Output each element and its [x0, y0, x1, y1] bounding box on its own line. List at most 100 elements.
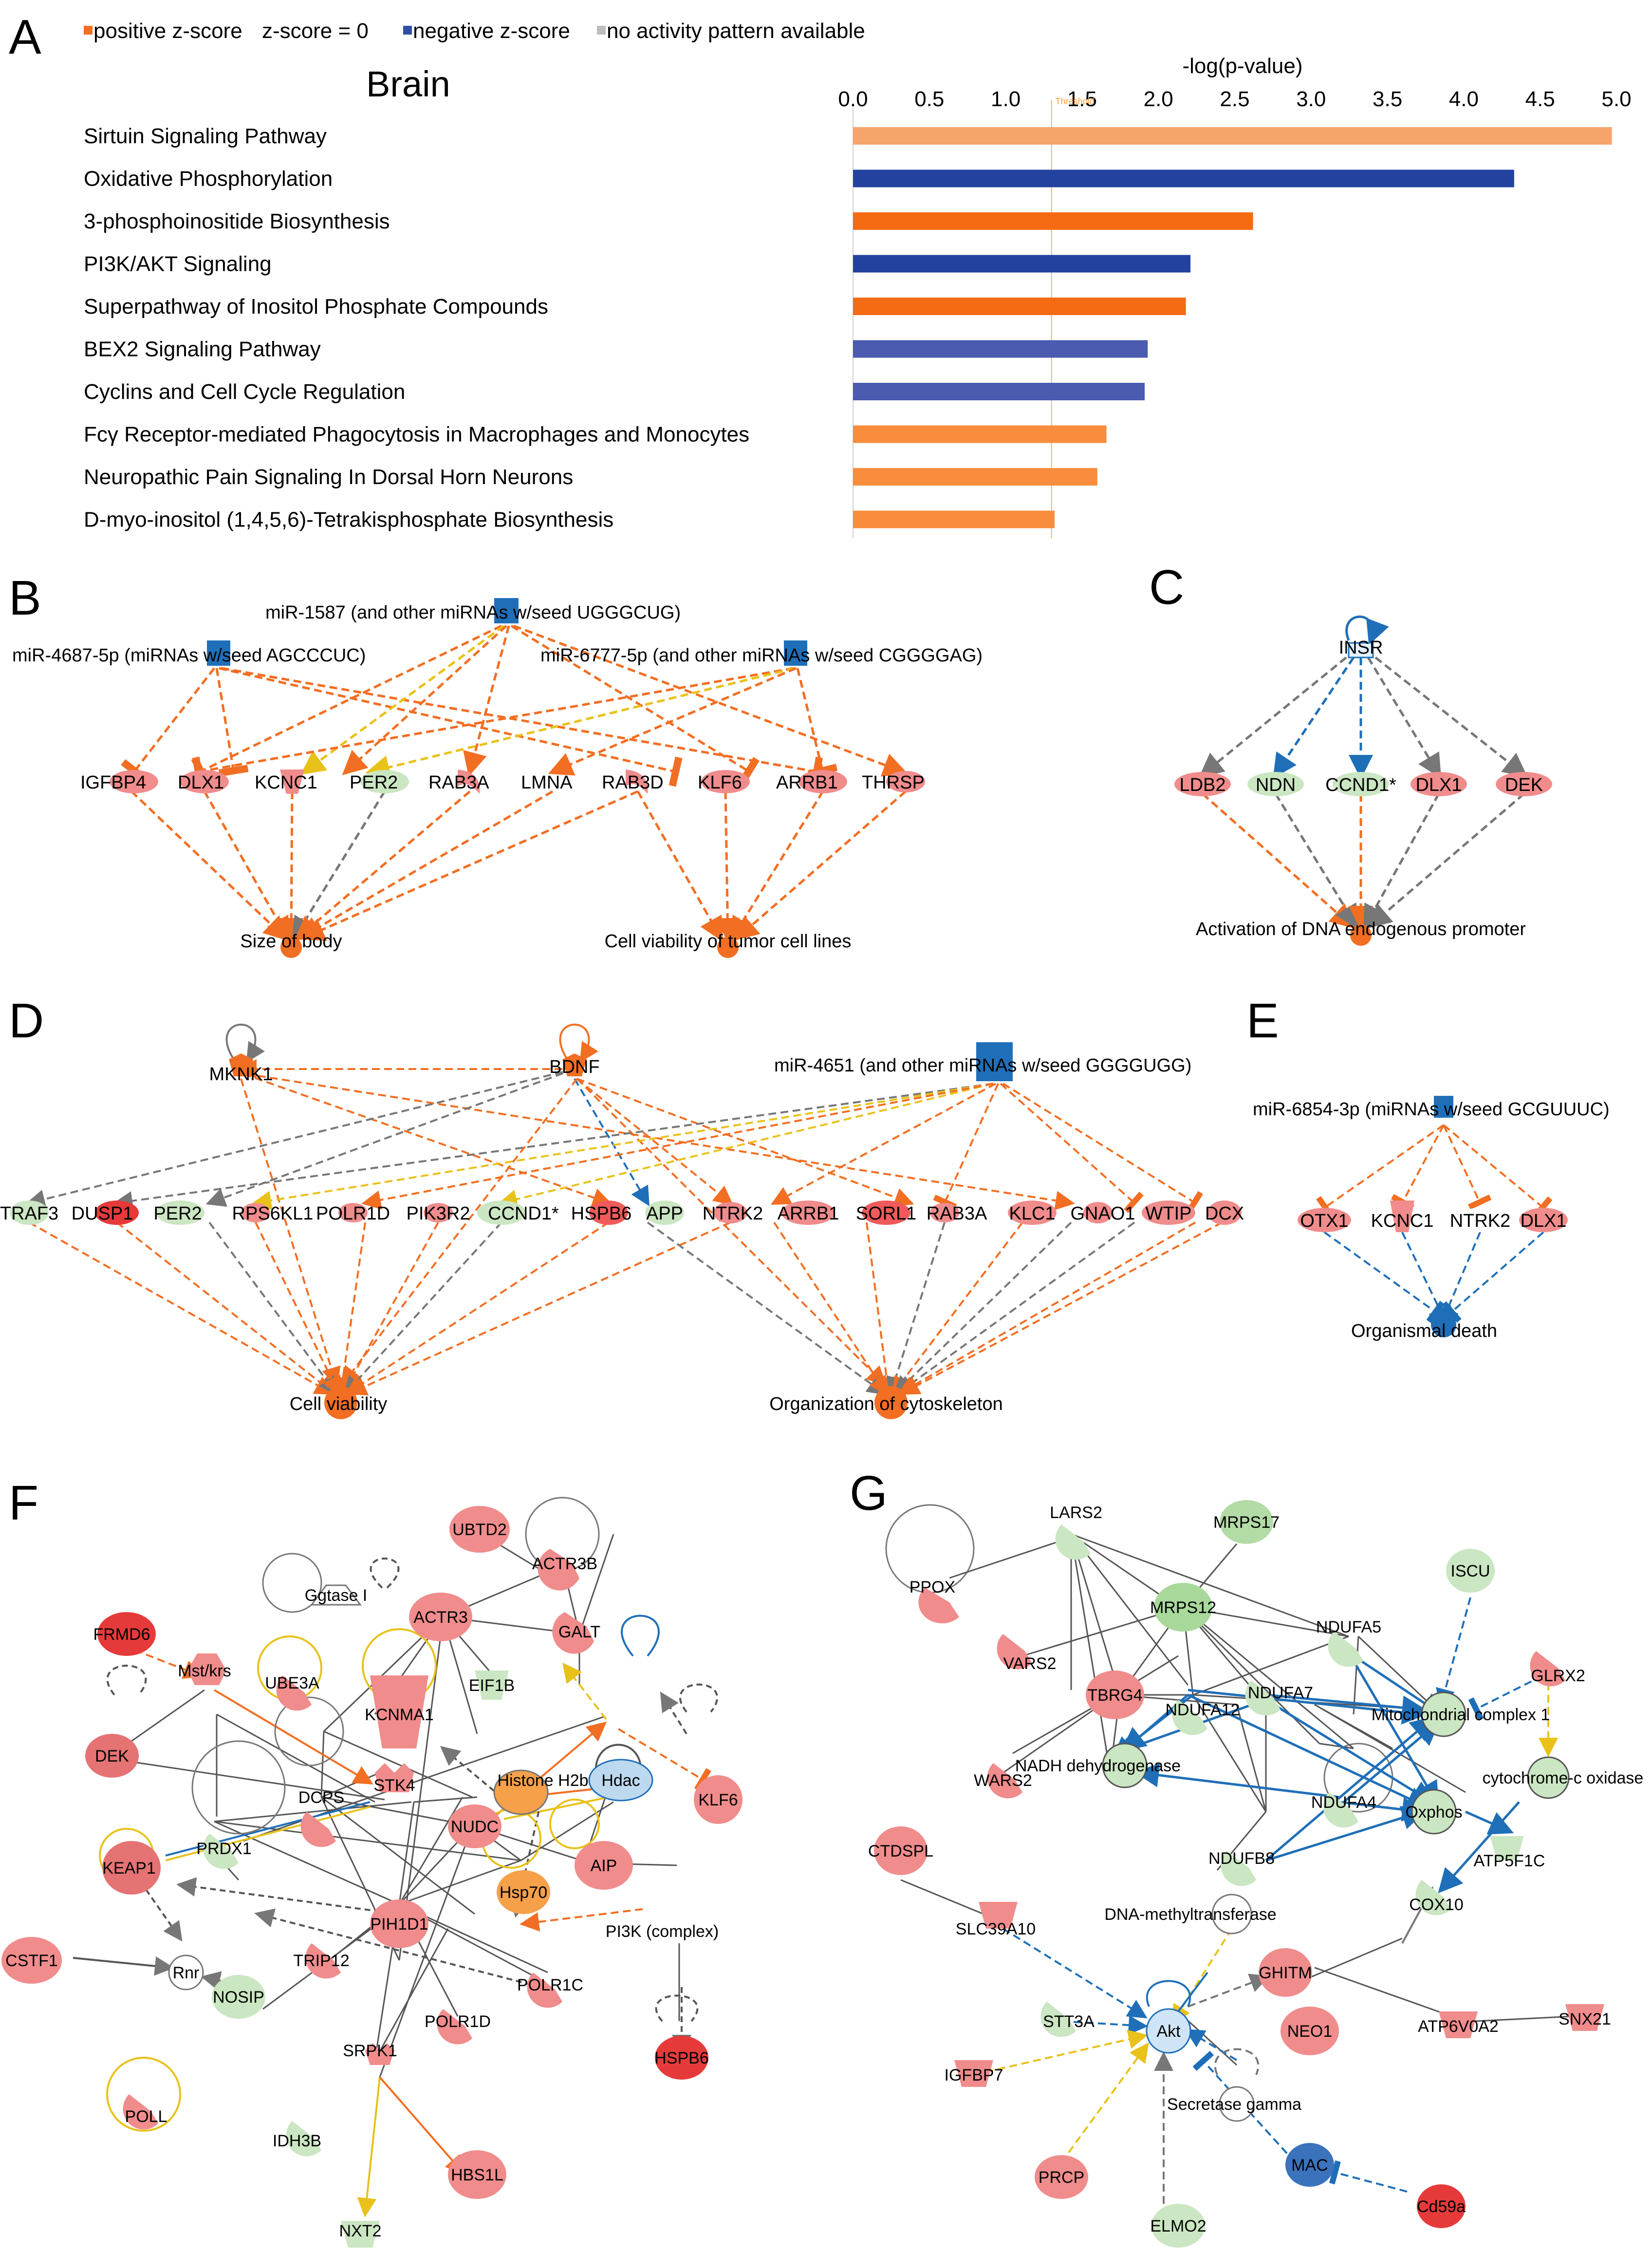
panel-b-letter: B	[9, 571, 41, 625]
panel-e-letter: E	[1246, 994, 1279, 1048]
node-label: NDUFA4	[1311, 1793, 1376, 1812]
protein-node	[341, 2221, 380, 2248]
gene-node	[1083, 1202, 1113, 1223]
x-tick-label: 0.0	[838, 87, 868, 111]
regulator-label: BDNF	[549, 1057, 599, 1077]
x-tick-label: 1.5	[1067, 87, 1097, 111]
gene-node	[1174, 772, 1231, 796]
panel-a-title: Brain	[366, 64, 450, 104]
protein-node	[97, 1612, 156, 1656]
pathway-bar	[853, 255, 1191, 273]
gene-label: TRAF3	[0, 1203, 58, 1224]
function-icon	[280, 937, 302, 958]
protein-node	[1055, 1524, 1091, 1560]
gene-label: KLC1	[1009, 1203, 1055, 1224]
gene-label: PER2	[350, 772, 398, 793]
gene-node	[180, 770, 229, 793]
gene-node	[338, 1203, 368, 1222]
protein-node	[1530, 1651, 1565, 1687]
gene-node	[477, 1201, 526, 1225]
node-label: SRPK1	[343, 2042, 397, 2060]
protein-node	[85, 1734, 139, 1778]
gene-node	[886, 771, 925, 792]
node-label: ISCU	[1450, 1562, 1490, 1580]
node-label: KCNMA1	[365, 1706, 434, 1724]
gene-label: DLX1	[1520, 1211, 1566, 1231]
protein-node	[1281, 2007, 1339, 2055]
pathway-bar	[853, 169, 1514, 188]
pathway-bar	[853, 298, 1186, 315]
panel-d-genes: TRAF3 DUSP1 PER2 RPS6KL1 POLR1D PIK3R2 C…	[0, 1201, 1244, 1225]
panel-c-edges	[1199, 657, 1528, 930]
node-label: EIF1B	[469, 1676, 515, 1695]
protein-node	[1285, 2143, 1334, 2187]
node-label: WARS2	[974, 1771, 1032, 1790]
node-label: KEAP1	[102, 1859, 156, 1878]
pathway-bar	[853, 340, 1148, 358]
node-label: TRIP12	[293, 1952, 349, 1970]
node-label: DNA-methyltransferase	[1104, 1905, 1276, 1924]
node-label: PPOX	[910, 1578, 955, 1596]
receptor-icon	[1348, 642, 1374, 658]
node-label: NXT2	[339, 2222, 382, 2240]
node-label: Oxphos	[1405, 1803, 1462, 1821]
panel-f-labels: UBTD2 ACTR3B Ggtase I ACTR3 GALT FRMD6 M…	[5, 1521, 738, 2240]
gene-node	[241, 1203, 270, 1222]
gene-label: DLX1	[1415, 775, 1462, 795]
node-label: AIP	[591, 1857, 617, 1875]
protein-node	[475, 1671, 509, 1700]
function-icon	[324, 1386, 357, 1419]
node-label: ACTR3B	[532, 1555, 597, 1573]
protein-node	[1439, 2011, 1478, 2038]
pathway-bar	[853, 425, 1107, 443]
gene-label: LMNA	[521, 772, 573, 793]
protein-node	[1035, 2155, 1088, 2199]
x-tick-label: 1.0	[991, 87, 1021, 111]
complex-node	[1411, 1789, 1457, 1835]
gene-node	[1142, 1201, 1195, 1225]
group-node	[168, 1954, 204, 1990]
gene-label: IGFBP4	[80, 772, 146, 793]
panel-g-edges	[900, 1533, 1573, 2066]
gene-label: POLR1D	[316, 1203, 390, 1224]
pathway-label: PI3K/AKT Signaling	[84, 252, 272, 276]
complex-node	[1102, 1743, 1148, 1788]
node-label: NDUFA5	[1316, 1618, 1381, 1636]
protein-node	[575, 1841, 633, 1890]
gene-node	[645, 1201, 684, 1225]
panel-b: B	[9, 571, 983, 958]
gene-label: RAB3A	[428, 772, 489, 793]
protein-node	[1221, 1851, 1256, 1886]
protein-node	[1220, 1500, 1273, 1544]
protein-node	[694, 1775, 742, 1824]
gene-node	[10, 1201, 49, 1225]
protein-node	[918, 1588, 959, 1624]
protein-node	[1245, 1680, 1281, 1716]
node-label: Mitochondrial complex 1	[1372, 1706, 1550, 1724]
protein-node	[305, 1943, 341, 1979]
node-label: POLR1D	[425, 2012, 491, 2031]
legend: positive z-score z-score = 0 negative z-…	[84, 19, 865, 43]
node-label: CTDSPL	[868, 1842, 933, 1860]
panel-d: D	[0, 994, 1244, 1419]
gene-node	[110, 770, 158, 793]
panel-e: E miR-6854-3p (miRNAs w/seed GCGUUUC) OT…	[1246, 994, 1610, 1341]
protein-node	[203, 1834, 239, 1869]
node-label: NUDC	[451, 1818, 499, 1836]
node-label: SNX21	[1559, 2010, 1611, 2028]
protein-node	[1417, 2184, 1466, 2228]
gene-label: HSPB6	[571, 1203, 632, 1224]
protein-node	[1565, 2004, 1604, 2031]
node-label: PIH1D1	[370, 1915, 428, 1934]
node-label: COX10	[1409, 1896, 1464, 1914]
protein-node	[1086, 1671, 1144, 1719]
panel-b-edges	[121, 624, 908, 942]
protein-node	[538, 1549, 579, 1591]
protein-node	[997, 1634, 1032, 1670]
protein-node	[1323, 1792, 1358, 1828]
pathway-label: D-myo-inositol (1,4,5,6)-Tetrakisphospha…	[84, 508, 613, 532]
node-label: SLC39A10	[956, 1920, 1036, 1938]
group-node	[1211, 1894, 1252, 1934]
